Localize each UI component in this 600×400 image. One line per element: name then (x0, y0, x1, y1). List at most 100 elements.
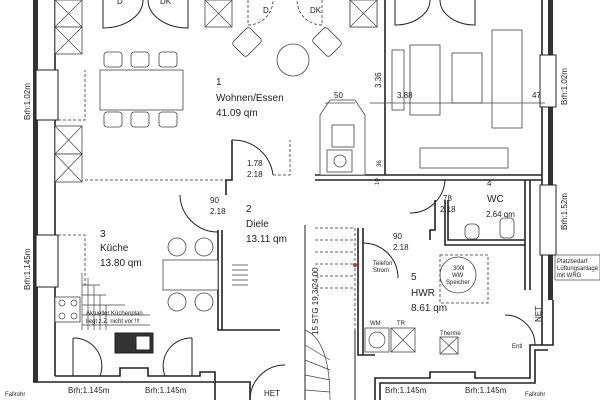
kitchen-table (162, 259, 219, 291)
stove-pipe (333, 154, 347, 168)
svg-text:78: 78 (443, 194, 452, 203)
svg-text:2.18: 2.18 (393, 243, 409, 252)
left-outer-wall (33, 0, 38, 382)
room-diele: 2 Diele 13.11 qm (246, 204, 287, 245)
svg-text:Brh:1.02m: Brh:1.02m (560, 68, 569, 105)
svg-text:2.64 qm: 2.64 qm (486, 210, 515, 219)
armchair (312, 27, 342, 57)
svg-text:41.09 qm: 41.09 qm (216, 108, 258, 119)
svg-text:3: 3 (100, 229, 106, 240)
window-left-lower (35, 234, 59, 288)
washbasin (464, 223, 480, 240)
svg-text:50: 50 (334, 91, 343, 100)
door-label-d: D (263, 6, 269, 15)
svg-text:mit WRG: mit WRG (557, 273, 582, 279)
svg-text:2.18: 2.18 (440, 205, 456, 214)
door-label-dk-left: DK (160, 0, 172, 6)
svg-text:Entl: Entl (512, 344, 522, 350)
sofa (409, 44, 441, 116)
svg-text:3.88: 3.88 (397, 91, 413, 100)
washing-machine (364, 327, 390, 353)
svg-text:1: 1 (216, 77, 222, 88)
svg-text:Brh:1.145m: Brh:1.145m (465, 386, 507, 395)
stairs-label: 15 STG 19,3/24,00 (311, 267, 320, 335)
svg-text:2.18: 2.18 (210, 207, 226, 216)
svg-text:8.61 qm: 8.61 qm (411, 303, 447, 314)
room-hwr: 5 HWR 8.61 qm (411, 272, 447, 314)
svg-text:36: 36 (377, 160, 383, 167)
telephone-outlet-icon (353, 263, 357, 267)
room-kueche: 3 Küche 13.80 qm (100, 229, 142, 269)
right-outer-wall (548, 0, 553, 300)
svg-text:13.80 qm: 13.80 qm (100, 258, 142, 269)
svg-text:10: 10 (375, 178, 381, 185)
window-left-upper (35, 69, 59, 121)
sideboard (419, 147, 509, 169)
svg-text:Brh:1.52m: Brh:1.52m (560, 193, 569, 230)
svg-text:2: 2 (246, 204, 252, 215)
coffee-table (451, 52, 483, 104)
svg-text:300l: 300l (453, 266, 464, 272)
svg-text:Aktueller Küchenplan: Aktueller Küchenplan (86, 311, 143, 317)
staircase[interactable]: 15 STG 19,3/24,00 (232, 225, 356, 400)
svg-text:47: 47 (532, 91, 541, 100)
svg-text:WC: WC (487, 194, 504, 205)
svg-text:WM: WM (370, 321, 381, 327)
svg-text:Brh:1.145m: Brh:1.145m (23, 248, 32, 290)
armchair (232, 27, 262, 57)
exterior-walls (33, 0, 557, 400)
svg-text:3.36: 3.36 (374, 72, 383, 88)
svg-text:Wohnen/Essen: Wohnen/Essen (216, 93, 284, 104)
dining-table (99, 69, 184, 111)
svg-text:NET: NET (534, 306, 543, 322)
window-right-lower (539, 184, 557, 256)
room-wohnen-essen: 1 Wohnen/Essen 41.09 qm (216, 77, 284, 119)
svg-text:5: 5 (411, 272, 417, 283)
kitchen-grid (81, 273, 150, 330)
svg-text:Lüftungsanlage: Lüftungsanlage (557, 266, 599, 272)
round-table (276, 43, 310, 77)
door-label-d-left: D (117, 0, 123, 6)
stove (331, 124, 355, 148)
svg-text:1.78: 1.78 (247, 159, 263, 168)
room-labels: 1 Wohnen/Essen 41.09 qm 2 Diele 13.11 qm… (100, 77, 515, 314)
svg-text:4: 4 (487, 179, 492, 188)
svg-text:Brh:1.145m: Brh:1.145m (385, 386, 427, 395)
door-label-dk: DK (310, 6, 322, 15)
svg-text:Diele: Diele (246, 219, 269, 230)
svg-text:90: 90 (393, 232, 402, 241)
svg-text:Fallrohr: Fallrohr (525, 392, 545, 398)
svg-text:Platzbedarf: Platzbedarf (557, 259, 588, 265)
annotations: Fallrohr Fallrohr HET Telefon Strom 300l… (5, 254, 600, 398)
svg-text:Therme: Therme (440, 331, 461, 337)
svg-text:Strom: Strom (373, 268, 389, 274)
window-labels: Brh:1.02m Brh:1.145m Brh:1.02m Brh:1.52m… (23, 68, 569, 395)
dining-chairs (103, 51, 178, 128)
svg-text:Brh:1.02m: Brh:1.02m (23, 83, 32, 120)
svg-text:liegt z.Z. nicht vor !!!: liegt z.Z. nicht vor !!! (86, 319, 140, 325)
svg-text:Brh:1.145m: Brh:1.145m (145, 386, 187, 395)
svg-text:Fallrohr: Fallrohr (5, 392, 25, 398)
toilet (499, 217, 515, 239)
svg-text:HET: HET (264, 389, 280, 398)
shelf (391, 49, 405, 111)
furniture (54, 27, 523, 355)
svg-text:2.18: 2.18 (247, 170, 263, 179)
svg-text:Speicher: Speicher (446, 280, 470, 286)
cooktop (54, 296, 81, 323)
svg-text:13.11 qm: 13.11 qm (246, 234, 287, 245)
svg-text:Küche: Küche (100, 243, 129, 254)
window-right-upper (539, 54, 557, 108)
svg-text:Telefon: Telefon (373, 261, 392, 267)
svg-text:90: 90 (210, 196, 219, 205)
svg-text:Brh:1.145m: Brh:1.145m (68, 386, 110, 395)
dimension-labels: 1.78 2.18 90 2.18 78 2.18 90 2.18 50 3.3… (210, 72, 545, 252)
svg-text:TR: TR (397, 321, 406, 327)
svg-text:HWR: HWR (411, 288, 435, 299)
room-wc: 4 WC 2.64 qm (486, 179, 515, 219)
svg-text:WW: WW (452, 273, 464, 279)
top-windows: D DK D DK (54, 0, 476, 183)
interior-doors (58, 70, 536, 400)
sofa (491, 29, 523, 129)
